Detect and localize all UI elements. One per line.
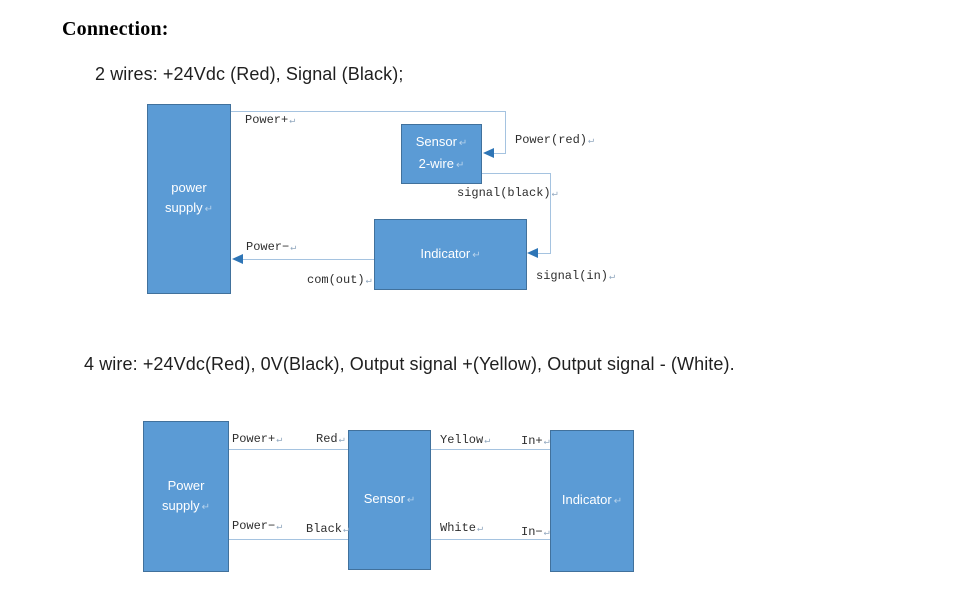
return-mark: ↵ [543, 437, 550, 448]
sensor-box: Sensor↵ [348, 430, 431, 570]
return-mark: ↵ [472, 249, 481, 261]
power-supply-label-line1: power [171, 180, 207, 195]
arrowhead-into-indicator [527, 248, 538, 258]
sensor-2wire-box: Sensor↵ 2-wire↵ [401, 124, 482, 184]
return-mark: ↵ [543, 528, 550, 539]
wire-label-in-plus: In+↵ [521, 434, 550, 449]
return-mark: ↵ [458, 138, 468, 149]
return-mark: ↵ [338, 435, 345, 446]
return-mark: ↵ [406, 495, 416, 506]
indicator-label: Indicator↵ [561, 492, 623, 507]
wire-label-red: Red↵ [316, 432, 345, 447]
wire-yellow-top-right [431, 449, 550, 450]
wire-label-black: Black↵ [306, 522, 350, 537]
return-mark: ↵ [484, 436, 491, 447]
return-mark: ↵ [343, 525, 350, 536]
wire-label-power-plus: Power+↵ [245, 113, 296, 128]
wire-black-bottom-left [229, 539, 348, 540]
indicator-label: Indicator↵ [420, 245, 481, 261]
wire-label-com-out: com(out)↵ [307, 273, 372, 288]
wire-label-power-red: Power(red)↵ [515, 133, 595, 148]
wire-power-plus-stub [492, 153, 506, 154]
wire-label-signal-black: signal(black)↵ [457, 186, 558, 201]
page-title: Connection: [62, 18, 169, 40]
sensor-label: Sensor↵ [363, 491, 416, 506]
wire-label-power-minus: Power−↵ [246, 240, 297, 255]
wire-label-signal-in: signal(in)↵ [536, 269, 616, 284]
wire-label-yellow: Yellow↵ [440, 433, 491, 448]
power-supply-label-line2: supply↵ [165, 200, 213, 215]
indicator-box: Indicator↵ [550, 430, 634, 572]
arrowhead-into-sensor [483, 148, 494, 158]
wire-signal-horizontal [482, 173, 551, 174]
two-wire-heading: 2 wires: +24Vdc (Red), Signal (Black); [95, 64, 404, 84]
wire-signal-vertical [550, 173, 551, 254]
wire-power-minus-horizontal [241, 259, 374, 260]
power-supply-label-line1: Power [167, 477, 205, 493]
return-mark: ↵ [365, 276, 372, 287]
return-mark: ↵ [290, 243, 297, 254]
four-wire-heading: 4 wire: +24Vdc(Red), 0V(Black), Output s… [84, 354, 735, 374]
arrowhead-into-power-supply [232, 254, 243, 264]
sensor-label-line1: Sensor↵ [415, 134, 468, 149]
return-mark: ↵ [609, 272, 616, 283]
return-mark: ↵ [276, 522, 283, 533]
wire-signal-stub [536, 253, 551, 254]
wire-label-power-plus: Power+↵ [232, 432, 283, 447]
return-mark: ↵ [613, 496, 623, 507]
wire-label-power-minus: Power−↵ [232, 519, 283, 534]
indicator-box: Indicator↵ [374, 219, 527, 290]
return-mark: ↵ [588, 136, 595, 147]
return-mark: ↵ [276, 435, 283, 446]
wire-label-in-minus: In−↵ [521, 525, 550, 540]
return-mark: ↵ [456, 160, 465, 171]
return-mark: ↵ [477, 524, 484, 535]
power-supply-box: power supply↵ [147, 104, 231, 294]
return-mark: ↵ [289, 116, 296, 127]
power-supply-label-line2: supply↵ [162, 497, 210, 513]
power-supply-box: Power supply↵ [143, 421, 229, 572]
wire-power-plus-horizontal [231, 111, 506, 112]
wire-label-white: White↵ [440, 521, 484, 536]
wire-red-top-left [229, 449, 348, 450]
sensor-label-line2: 2-wire↵ [418, 156, 465, 171]
return-mark: ↵ [551, 189, 558, 200]
wire-power-plus-vertical [505, 111, 506, 154]
return-mark: ↵ [204, 204, 213, 215]
wire-white-bottom-right [431, 539, 550, 540]
return-mark: ↵ [201, 501, 210, 513]
